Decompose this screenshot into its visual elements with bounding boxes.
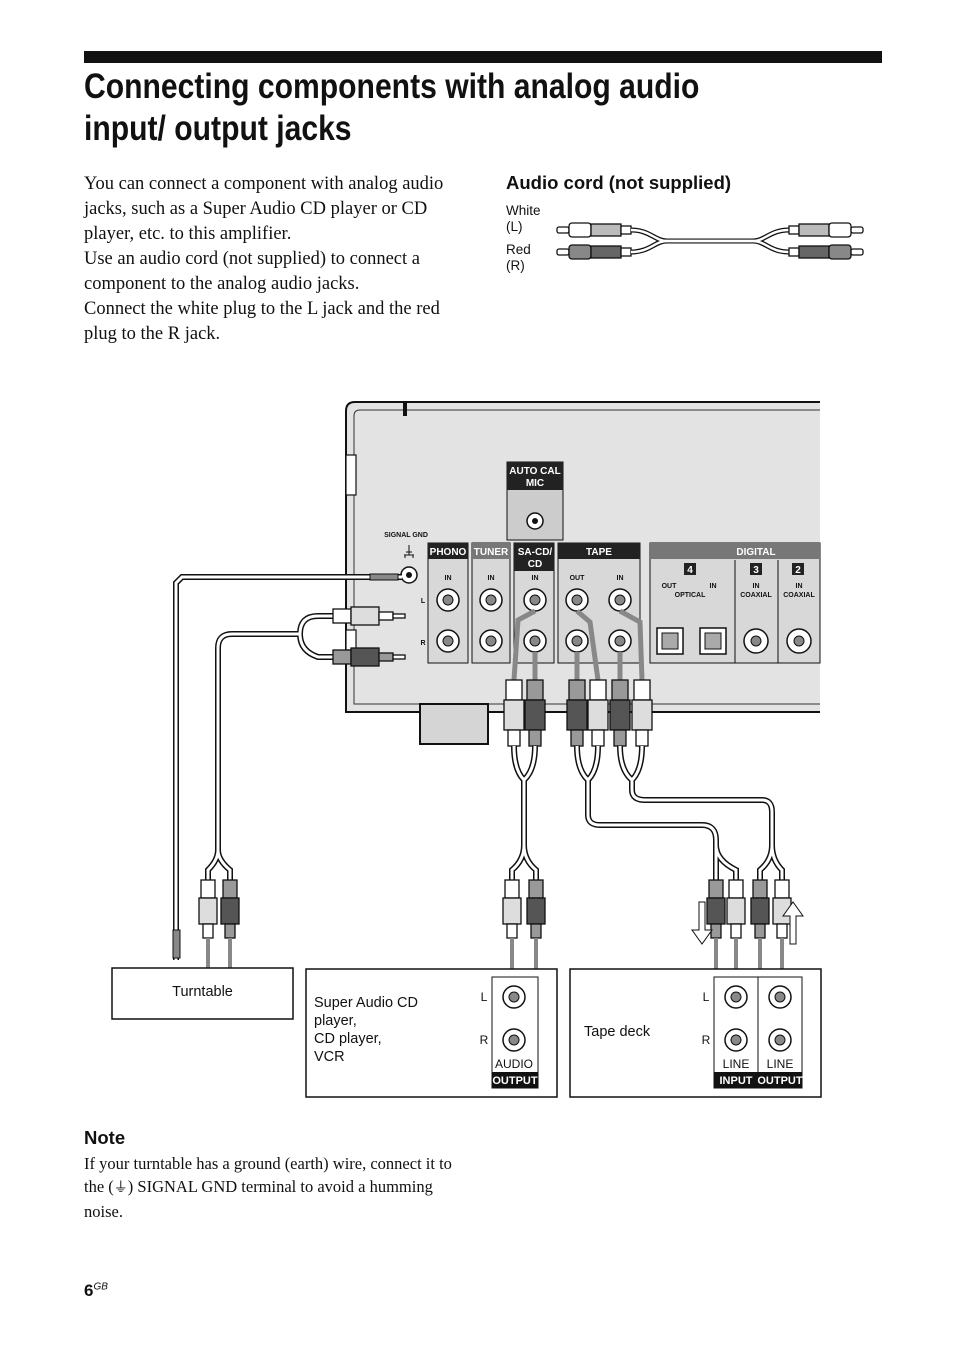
white-label: White (L) xyxy=(506,203,541,234)
note-heading: Note xyxy=(84,1127,126,1148)
tape-label: TAPE xyxy=(586,547,612,558)
auto-cal-label-1: AUTO CAL xyxy=(509,466,560,477)
page-number: 6GB xyxy=(84,1281,108,1301)
coax2-label: COAXIAL xyxy=(783,592,815,599)
turntable-box xyxy=(111,967,294,1020)
coax2-in-label: IN xyxy=(796,583,803,590)
tape-input-label: INPUT xyxy=(720,1075,753,1087)
page-number-value: 6 xyxy=(84,1281,94,1300)
page-title: Connecting components with analog audio … xyxy=(84,67,700,148)
cd-player-line-4: VCR xyxy=(314,1049,345,1065)
audio-label: AUDIO xyxy=(495,1057,533,1071)
phono-label: PHONO xyxy=(430,547,467,558)
signal-gnd-label: SIGNAL GND xyxy=(384,532,428,539)
cd-player-line-3: CD player, xyxy=(314,1031,382,1047)
phono-l-label: L xyxy=(421,598,426,605)
cd-player-line-2: player, xyxy=(314,1013,357,1029)
sacd-label-1: SA-CD/ xyxy=(518,547,553,558)
digital-num-2: 2 xyxy=(795,565,801,576)
optical-label: OPTICAL xyxy=(675,592,706,599)
digital-num-3: 3 xyxy=(753,565,759,576)
optical-in-label: IN xyxy=(710,583,717,590)
intro-paragraph-2: Use an audio cord (not supplied) to conn… xyxy=(84,249,420,294)
turntable-label: Turntable xyxy=(172,984,233,1000)
audio-cord-heading: Audio cord (not supplied) xyxy=(506,172,732,193)
tape-out-label: OUT xyxy=(570,575,586,582)
intro-paragraph-3: Connect the white plug to the L jack and… xyxy=(84,299,440,344)
coax3-in-label: IN xyxy=(753,583,760,590)
tuner-in-label: IN xyxy=(488,575,495,582)
cd-r-label: R xyxy=(480,1033,489,1047)
line-output-label: LINE xyxy=(767,1057,794,1071)
phono-in-label: IN xyxy=(445,575,452,582)
note-text-before: If your turntable has a ground (earth) w… xyxy=(84,1154,452,1196)
page-suffix: GB xyxy=(93,1281,108,1293)
tape-r-label: R xyxy=(702,1033,711,1047)
tuner-label: TUNER xyxy=(474,547,509,558)
digital-label: DIGITAL xyxy=(736,547,775,558)
cd-player-line-1: Super Audio CD xyxy=(314,995,418,1011)
tape-in-label: IN xyxy=(617,575,624,582)
cd-l-label: L xyxy=(481,990,488,1004)
red-label: Red (R) xyxy=(506,242,531,273)
line-input-label: LINE xyxy=(723,1057,750,1071)
note-text: If your turntable has a ground (earth) w… xyxy=(84,1152,464,1223)
audio-cord-illustration xyxy=(556,222,864,260)
ground-icon: ⏚ xyxy=(113,1180,128,1196)
cd-output-label: OUTPUT xyxy=(492,1075,538,1087)
note-text-after: ) SIGNAL GND terminal to avoid a humming… xyxy=(84,1177,433,1221)
tape-l-label: L xyxy=(703,990,710,1004)
tape-deck-label: Tape deck xyxy=(584,1024,651,1040)
coax3-label: COAXIAL xyxy=(740,592,772,599)
optical-out-label: OUT xyxy=(662,583,678,590)
sacd-in-label: IN xyxy=(532,575,539,582)
intro-text: You can connect a component with analog … xyxy=(84,172,469,347)
title-rule xyxy=(84,51,882,63)
digital-num-4: 4 xyxy=(687,565,693,576)
amplifier-foot xyxy=(419,703,489,745)
cd-player-label: Super Audio CD player, CD player, VCR xyxy=(314,994,418,1066)
intro-paragraph-1: You can connect a component with analog … xyxy=(84,174,444,244)
sacd-label-2: CD xyxy=(528,559,542,570)
tape-output-label: OUTPUT xyxy=(757,1075,803,1087)
phono-r-label: R xyxy=(420,640,425,647)
auto-cal-label-2: MIC xyxy=(526,478,544,489)
